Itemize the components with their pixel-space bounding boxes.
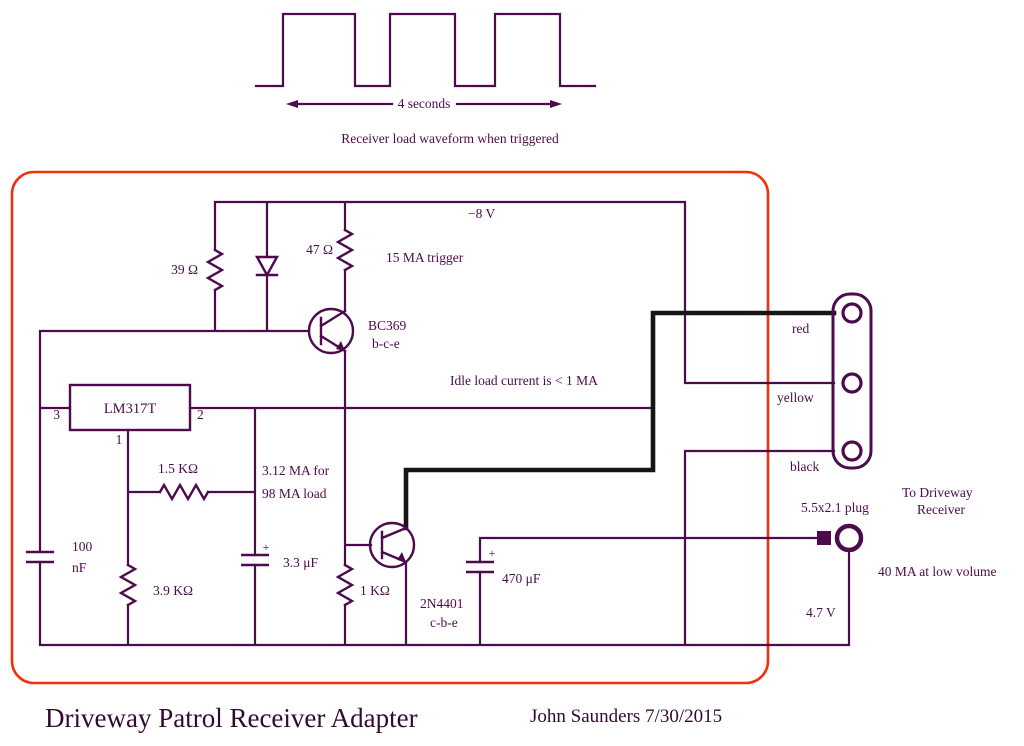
label-r3k9: 3.9 KΩ	[153, 583, 193, 598]
receiver-connector	[831, 292, 873, 470]
supply-label: −8 V	[468, 206, 495, 221]
pin-red-label: red	[792, 321, 809, 336]
arrowhead-right-icon	[550, 100, 562, 108]
trigger-waveform: 4 seconds Receiver load waveform when tr…	[254, 12, 597, 146]
capacitor-470u	[466, 560, 494, 574]
waveform-trace	[254, 12, 597, 88]
vout-label: 4.7 V	[806, 605, 836, 620]
page-credit: John Saunders 7/30/2015	[530, 706, 722, 727]
plug-label: 5.5x2.1 plug	[801, 500, 869, 515]
resistor-3k9	[118, 563, 138, 607]
regulator-pin1-label: 1	[116, 432, 123, 447]
c470-polarity: +	[489, 546, 496, 560]
label-c100-value: 100	[72, 539, 93, 554]
q1-pinout: b-c-e	[372, 336, 400, 351]
regulator-pin2-label: 2	[197, 407, 204, 422]
label-r1k5: 1.5 KΩ	[158, 461, 198, 476]
connector-pin-yellow	[841, 372, 863, 394]
transistor-2n4401	[368, 521, 416, 569]
plug-barrel	[834, 523, 864, 553]
idle-note: Idle load current is < 1 MA	[450, 373, 598, 388]
regulator-lm317: LM317T 3 2 1	[53, 383, 204, 447]
transistor-bc369-body	[307, 307, 355, 355]
label-c470: 470 μF	[502, 571, 541, 586]
label-r47: 47 Ω	[306, 242, 333, 257]
waveform-duration-label: 4 seconds	[398, 96, 451, 111]
transistor-2n4401-body	[368, 521, 416, 569]
trigger-note: 15 MA trigger	[386, 250, 464, 265]
destination-line1: To Driveway	[902, 485, 973, 500]
label-r1k: 1 KΩ	[360, 583, 390, 598]
capacitor-3u3	[241, 553, 269, 567]
arrowhead-left-icon	[286, 100, 298, 108]
resistor-1k5	[158, 482, 210, 502]
barrel-plug	[817, 523, 864, 553]
transistor-bc369-arrow-icon	[336, 341, 345, 351]
regulator-name: LM317T	[104, 401, 157, 417]
regulator-lm317-body	[68, 383, 192, 432]
page-title: Driveway Patrol Receiver Adapter	[45, 703, 418, 733]
pin-black-label: black	[790, 459, 819, 474]
regulator-pin3-label: 3	[53, 407, 60, 422]
current-note-line2: 98 MA load	[262, 486, 327, 501]
q1-name: BC369	[368, 318, 407, 333]
q2-pinout: c-b-e	[430, 615, 458, 630]
connector-pin-red	[841, 302, 863, 324]
transistor-bc369	[307, 307, 355, 355]
resistor-1k	[335, 563, 355, 607]
waveform-caption: Receiver load waveform when triggered	[341, 131, 559, 146]
pin-yellow-label: yellow	[777, 390, 814, 405]
output-note: 40 MA at low volume	[878, 564, 997, 579]
resistor-39ohm	[205, 248, 225, 292]
label-c3u3: 3.3 μF	[283, 555, 318, 570]
capacitor-100nf	[26, 550, 54, 564]
connector-body	[831, 292, 873, 470]
receiver-load-wire	[403, 310, 837, 531]
circuit-frame	[10, 170, 770, 685]
label-c100-unit: nF	[72, 560, 87, 575]
diode-symbol	[254, 255, 280, 278]
c3u3-polarity: +	[263, 540, 270, 554]
resistor-47ohm	[335, 228, 355, 272]
connector-pin-black	[841, 440, 863, 462]
label-r39: 39 Ω	[171, 262, 198, 277]
destination-line2: Receiver	[917, 502, 965, 517]
wires	[38, 200, 851, 647]
plug-tip	[817, 531, 831, 545]
transistor-2n4401-arrow-icon	[397, 552, 406, 562]
current-note-line1: 3.12 MA for	[262, 463, 330, 478]
q2-name: 2N4401	[420, 596, 464, 611]
